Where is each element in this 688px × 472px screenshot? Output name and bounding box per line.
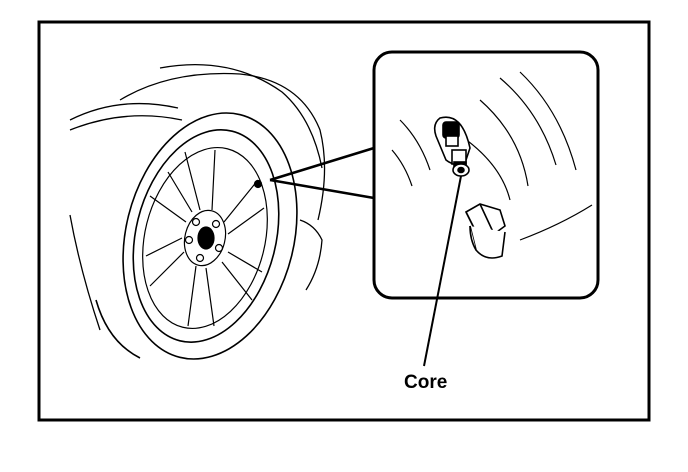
valve-stem — [433, 116, 471, 177]
outer-frame — [37, 20, 651, 422]
wheel-rim — [142, 146, 268, 330]
car-body — [69, 63, 326, 331]
core-label: Core — [404, 372, 447, 393]
callout-lines — [269, 146, 375, 200]
valve-cap — [464, 203, 506, 259]
tire — [95, 112, 298, 360]
core-leader-line — [423, 175, 462, 367]
inset-frame — [372, 50, 600, 300]
